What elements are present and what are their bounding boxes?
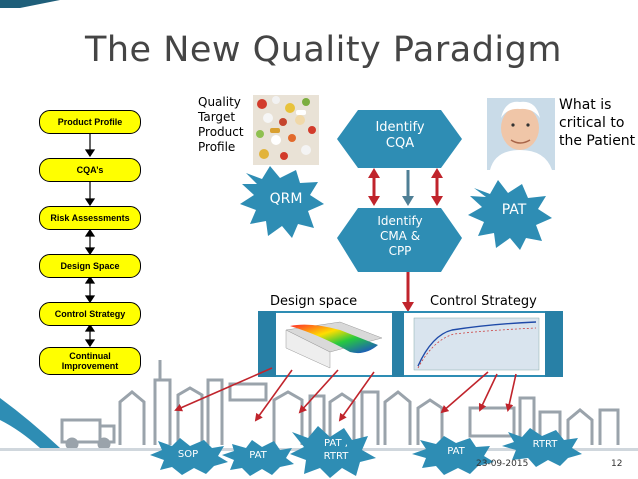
pat-label: PAT	[501, 202, 527, 218]
sop-burst	[150, 438, 228, 475]
identify-cqa-label: Identify CQA	[375, 120, 425, 151]
pat-burst-bottom-2	[412, 436, 494, 475]
flowchart-connectors	[84, 134, 96, 348]
critical-to-patient-label: What is critical to the Patient	[559, 97, 636, 149]
control-strategy-plot	[404, 313, 545, 375]
identify-cma-cpp-label: Identify CMA & CPP	[377, 214, 423, 258]
pills-photo	[253, 95, 319, 165]
page-title: The New Quality Paradigm	[85, 30, 562, 70]
process-arrows	[174, 367, 517, 422]
flow-step-cqas: CQA’s	[39, 158, 141, 182]
identify-cqa-hexagon	[337, 110, 462, 168]
pat-burst-bottom-1	[222, 440, 294, 476]
qtpp-label: Quality Target Product Profile	[198, 95, 244, 154]
pat-burst	[468, 180, 552, 250]
footer-date: 23-09-2015	[476, 459, 529, 469]
design-space-plot	[276, 313, 392, 375]
qrm-burst	[240, 166, 324, 238]
qrm-label: QRM	[269, 191, 303, 207]
design-space-label: Design space	[270, 294, 358, 309]
page-number: 12	[611, 459, 623, 469]
header-accent	[0, 0, 60, 8]
elderly-man-photo	[487, 98, 555, 170]
factory-equipment-icon	[60, 360, 620, 451]
identify-cma-hexagon	[337, 208, 462, 272]
control-strategy-label: Control Strategy	[430, 294, 537, 309]
flow-step-risk-assessments: Risk Assessments	[39, 206, 141, 230]
flow-step-control-strategy: Control Strategy	[39, 302, 141, 326]
flow-step-design-space: Design Space	[39, 254, 141, 278]
pat-bottom-1-label: PAT	[249, 450, 267, 461]
pat-rtrt-label: PAT , RTRT	[323, 438, 349, 462]
rtrt-label: RTRT	[532, 439, 558, 450]
pat-rtrt-burst	[290, 426, 376, 478]
flow-step-product-profile: Product Profile	[39, 110, 141, 134]
sop-label: SOP	[177, 449, 199, 460]
cqa-cma-arrows	[368, 168, 443, 312]
flow-step-continual-improvement: Continual Improvement	[39, 347, 141, 375]
rtrt-burst	[502, 428, 582, 467]
pat-bottom-2-label: PAT	[447, 446, 465, 457]
